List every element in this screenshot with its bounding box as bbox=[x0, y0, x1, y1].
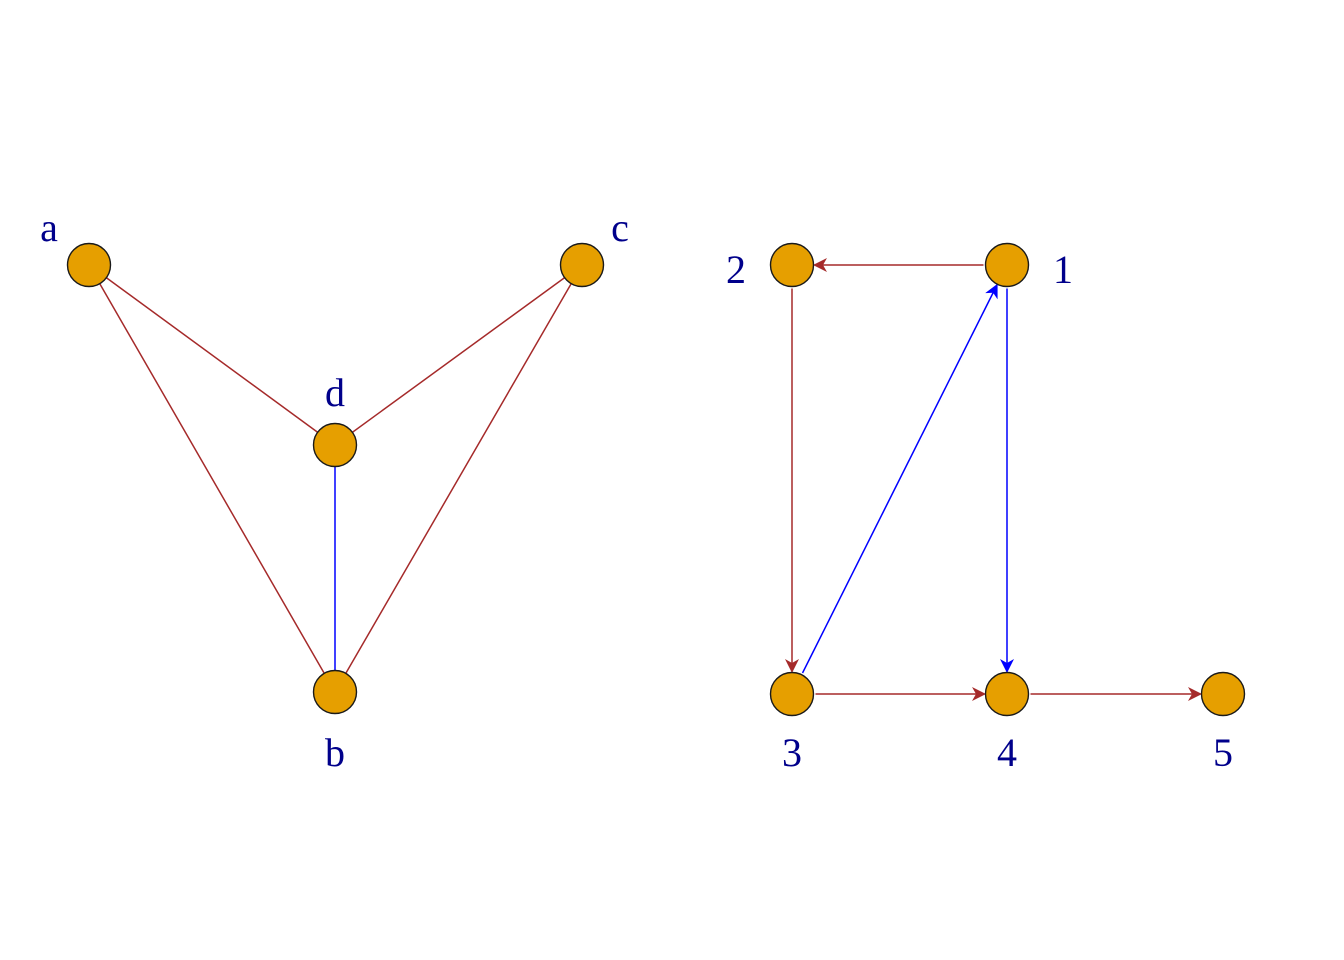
undirected-node-label-a: a bbox=[40, 205, 58, 250]
directed-node-5 bbox=[1200, 671, 1246, 717]
directed-node-label-3: 3 bbox=[782, 730, 802, 775]
undirected-node-a bbox=[66, 242, 112, 288]
undirected-node-label-b: b bbox=[325, 730, 345, 775]
undirected-node-label-c: c bbox=[611, 205, 629, 250]
directed-node-4 bbox=[984, 671, 1030, 717]
edge-a-d bbox=[88, 264, 336, 446]
undirected-node-c bbox=[559, 242, 605, 288]
undirected-node-b bbox=[312, 669, 358, 715]
directed-node-2 bbox=[769, 242, 815, 288]
directed-node-label-2: 2 bbox=[726, 247, 746, 292]
edge-a-b bbox=[88, 264, 336, 693]
directed-node-3 bbox=[769, 671, 815, 717]
directed-node-1 bbox=[984, 242, 1030, 288]
undirected-edges bbox=[88, 264, 583, 693]
undirected-node-label-d: d bbox=[325, 370, 345, 415]
arc-3-1 bbox=[801, 283, 998, 674]
edge-c-b bbox=[334, 264, 583, 693]
directed-node-label-4: 4 bbox=[997, 730, 1017, 775]
directed-edges bbox=[785, 258, 1202, 701]
edge-c-d bbox=[334, 264, 583, 446]
labels-layer: a c d b 1 2 3 4 5 bbox=[40, 205, 1233, 775]
directed-node-label-5: 5 bbox=[1213, 730, 1233, 775]
undirected-node-d bbox=[312, 422, 358, 468]
directed-node-label-1: 1 bbox=[1053, 247, 1073, 292]
nodes-layer bbox=[66, 242, 1246, 717]
